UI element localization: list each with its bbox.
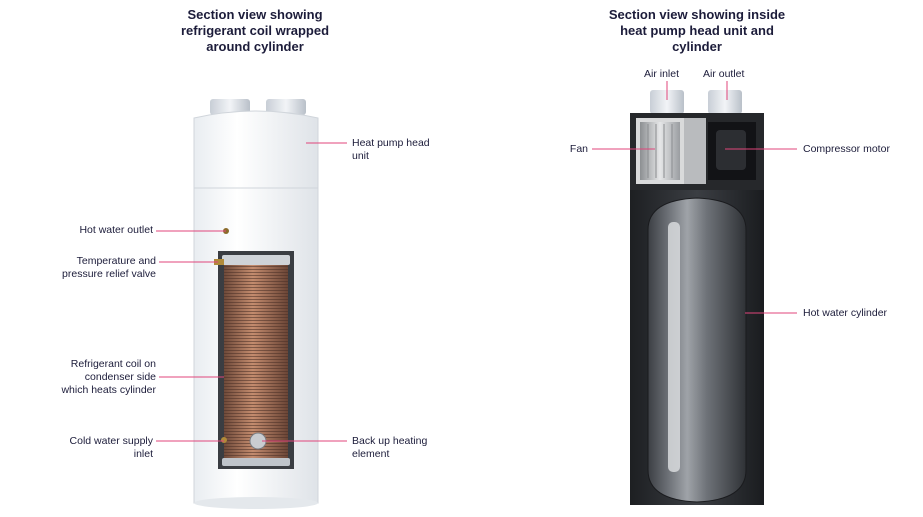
- left-leader-lines: [156, 142, 347, 442]
- label-refrigerant-coil-line-3: which heats cylinder: [61, 384, 156, 396]
- label-air-inlet: Air inlet: [644, 68, 679, 81]
- label-cold-water-inlet-line-2: inlet: [133, 448, 153, 460]
- label-heat-pump-head-line-1: Heat pump head: [352, 137, 430, 149]
- label-air-inlet-line-1: Air inlet: [644, 68, 680, 80]
- label-refrigerant-coil-line-2: condenser side: [84, 371, 156, 383]
- left-panel-title: Section view showing refrigerant coil wr…: [150, 7, 360, 55]
- label-backup-heating-element: Back up heating element: [352, 435, 427, 461]
- left-title-line-3: around cylinder: [206, 39, 304, 54]
- left-title-line-2: refrigerant coil wrapped: [180, 23, 330, 38]
- right-title-line-3: cylinder: [672, 39, 722, 54]
- label-fan-line-1: Fan: [569, 143, 588, 155]
- right-panel-title: Section view showing inside heat pump he…: [572, 7, 822, 55]
- right-heat-pump-illustration: [630, 90, 764, 505]
- left-title-line-1: Section view showing: [187, 7, 323, 22]
- label-fan: Fan: [540, 143, 588, 156]
- label-hot-water-outlet: Hot water outlet: [20, 224, 153, 237]
- right-title-line-1: Section view showing inside: [608, 7, 786, 22]
- label-heat-pump-head-line-2: unit: [352, 150, 369, 162]
- label-backup-element-line-2: element: [352, 448, 390, 460]
- label-hot-water-cylinder: Hot water cylinder: [803, 307, 887, 320]
- label-air-outlet: Air outlet: [703, 68, 744, 81]
- label-hot-water-cylinder-line-1: Hot water cylinder: [803, 307, 888, 319]
- label-tpr-valve: Temperature and pressure relief valve: [20, 255, 156, 281]
- label-hot-water-outlet-line-1: Hot water outlet: [79, 224, 153, 236]
- right-leader-lines: [592, 81, 797, 314]
- label-cold-water-inlet: Cold water supply inlet: [20, 435, 153, 461]
- right-title-line-2: heat pump head unit and: [620, 23, 774, 38]
- label-backup-element-line-1: Back up heating: [352, 435, 428, 447]
- label-compressor-motor: Compressor motor: [803, 143, 890, 156]
- label-refrigerant-coil: Refrigerant coil on condenser side which…: [20, 358, 156, 397]
- label-compressor-motor-line-1: Compressor motor: [803, 143, 890, 155]
- label-tpr-valve-line-1: Temperature and: [76, 255, 156, 267]
- label-heat-pump-head-unit: Heat pump head unit: [352, 137, 430, 163]
- left-heat-pump-illustration: [193, 99, 319, 509]
- label-air-outlet-line-1: Air outlet: [703, 68, 745, 80]
- label-tpr-valve-line-2: pressure relief valve: [62, 268, 156, 280]
- label-cold-water-inlet-line-1: Cold water supply: [69, 435, 153, 447]
- label-refrigerant-coil-line-1: Refrigerant coil on: [70, 358, 156, 370]
